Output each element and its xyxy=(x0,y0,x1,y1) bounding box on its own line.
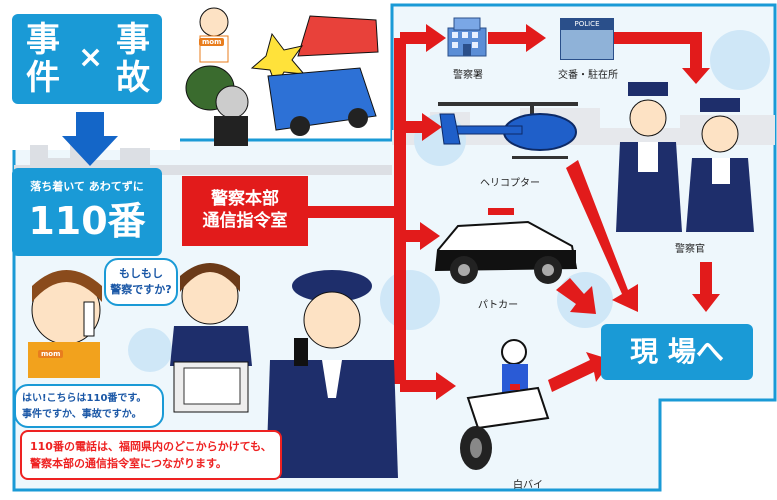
char-ken: 件 xyxy=(26,58,60,98)
speech-bubble-operator: はい!こちらは110番です。 事件ですか、事故ですか。 xyxy=(14,384,164,428)
police-motorcycle-icon xyxy=(460,339,550,470)
label-motorcycle: 白バイ xyxy=(513,480,543,491)
char-ji2: 事 xyxy=(116,20,150,60)
label-koban: 交番・駐在所 xyxy=(558,70,618,81)
call-subtitle: 落ち着いて あわてずに xyxy=(30,180,144,193)
times-sign: × xyxy=(78,40,104,75)
call-110-box: 落ち着いて あわてずに 110番 xyxy=(12,168,162,256)
speech-caller-line1: もしもし xyxy=(119,267,163,280)
call-number: 110番 xyxy=(28,199,146,243)
notice-line2: 警察本部の通信指令室につながります。 xyxy=(30,457,227,470)
hq-line2: 通信指令室 xyxy=(202,211,288,231)
label-police-station: 警察署 xyxy=(453,70,483,81)
speech-operator-line1: はい!こちらは110番です。 xyxy=(22,393,147,404)
patrol-car-icon xyxy=(434,208,578,284)
speech-bubble-caller: もしもし 警察ですか? xyxy=(104,258,178,306)
hq-command-room-box: 警察本部 通信指令室 xyxy=(182,176,308,246)
speech-operator-line2: 事件ですか、事故ですか。 xyxy=(22,409,142,420)
down-arrow-icon xyxy=(62,112,118,166)
notice-line1: 110番の電話は、福岡県内のどこからかけても、 xyxy=(30,440,272,453)
phone-officer-illustration xyxy=(266,270,398,478)
incident-scene-illustration xyxy=(185,7,379,146)
mom-tag-caller: mom xyxy=(38,350,64,358)
speech-caller-line2: 警察ですか? xyxy=(110,283,172,296)
char-ko: 故 xyxy=(116,58,150,98)
notice-box: 110番の電話は、福岡県内のどこからかけても、 警察本部の通信指令室につながりま… xyxy=(20,430,282,480)
to-the-scene-box: 現 場へ xyxy=(601,324,753,380)
police-station-building-icon xyxy=(447,17,487,57)
label-officers: 警察官 xyxy=(675,244,705,255)
police-sign: POLICE xyxy=(561,19,613,30)
label-patrol-car: パトカー xyxy=(477,300,519,311)
hq-line1: 警察本部 xyxy=(211,189,279,209)
operator-illustration xyxy=(170,263,252,413)
helicopter-icon xyxy=(438,102,578,159)
mom-tag-top: mom xyxy=(199,38,225,46)
incident-accident-box: 事 件 × 事 故 xyxy=(12,14,162,104)
caller-person-illustration xyxy=(28,270,102,378)
police-officers-icon xyxy=(616,82,754,232)
label-helicopter: ヘリコプター xyxy=(480,178,540,189)
char-ji1: 事 xyxy=(26,20,60,60)
koban-building-icon: POLICE xyxy=(560,18,614,60)
